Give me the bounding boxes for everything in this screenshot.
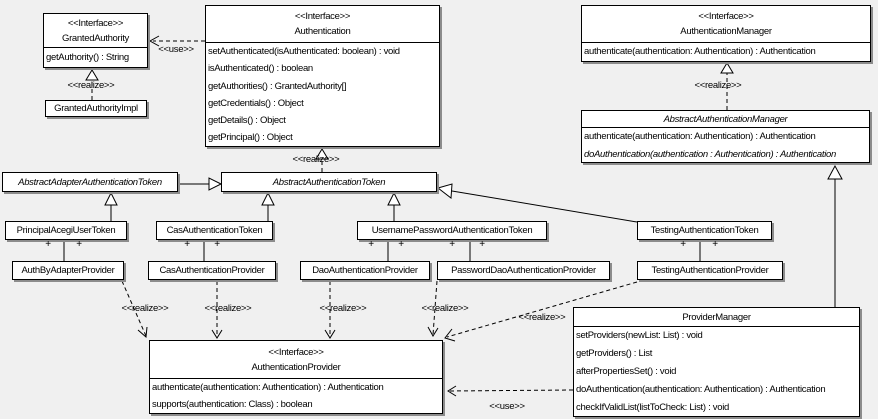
realize-label-auth-by-adapter-provider: <<realize>> (121, 303, 169, 314)
class-name: UsernamePasswordAuthenticationToken (371, 225, 533, 236)
assoc-end-plus: + (398, 239, 404, 250)
stereotype-label: <<Interface>> (67, 17, 124, 29)
edge-realize-casauthenticationprovider (211, 281, 223, 339)
edge-realize-authbyadapterprovider (121, 280, 148, 339)
method-item: doAuthentication(authentication : Authen… (584, 148, 837, 160)
stereotype-label: <<Interface>> (698, 11, 754, 22)
method-item: afterPropertiesSet() : void (576, 366, 677, 377)
class-name: AuthByAdapterProvider (21, 265, 115, 276)
method-item: authenticate(authentication: Authenticat… (584, 131, 816, 142)
class-name: TestingAuthenticationToken (650, 225, 759, 236)
class-box-granted-authority: <<Interface>> GrantedAuthority getAuthor… (43, 13, 148, 68)
class-box-authentication-provider: <<Interface>> AuthenticationProvider aut… (149, 340, 443, 414)
class-box-abstract-authentication-token: AbstractAuthenticationToken (221, 172, 437, 192)
edge-gen-usernamepasswordtoken (387, 191, 401, 221)
method-item: getDetails() : Object (208, 115, 286, 127)
method-item: getPrincipal() : Object (208, 132, 293, 144)
edge-gen-testingauthenticationtoken (436, 183, 638, 223)
class-box-testing-authentication-provider: TestingAuthenticationProvider (637, 261, 783, 280)
class-name: ProviderManager (682, 311, 751, 323)
realize-label-password-dao-provider: <<realize>> (421, 303, 469, 314)
class-name: PrincipalAcegiUserToken (16, 225, 116, 236)
realize-label-dao-authentication-provider: <<realize>> (319, 303, 367, 314)
method-item: getAuthority() : String (46, 52, 129, 63)
class-box-cas-authentication-token: CasAuthenticationToken (156, 221, 273, 240)
edge-gen-casauthenticationtoken (261, 191, 275, 221)
realize-label-granted-authority-impl: <<realize>> (67, 80, 115, 91)
method-item: supports(authentication: Class) : boolea… (152, 399, 313, 411)
class-name: AbstractAuthenticationManager (663, 113, 788, 125)
method-item: getAuthorities() : GrantedAuthority[] (208, 80, 347, 92)
edge-use-authentication-grantedauthority (148, 35, 205, 47)
edge-gen-abstractadapter-token (178, 177, 223, 191)
method-item: setAuthenticated(isAuthenticated: boolea… (208, 46, 400, 57)
edge-realize-testingauthenticationprovider (444, 281, 638, 342)
class-box-abstract-adapter-authentication-token: AbstractAdapterAuthenticationToken (2, 172, 178, 192)
edge-use-providermanager (447, 385, 574, 397)
method-item: authenticate(authentication: Authenticat… (152, 382, 384, 393)
method-item: doAuthentication(authentication: Authent… (576, 384, 826, 395)
class-box-abstract-authentication-manager: AbstractAuthenticationManager authentica… (581, 110, 870, 163)
edge-realize-daoauthenticationprovider (324, 281, 336, 339)
method-item: isAuthenticated() : boolean (208, 63, 313, 75)
class-name: DaoAuthenticationProvider (312, 265, 418, 276)
realize-label-abstract-authentication-manager: <<realize>> (694, 80, 742, 91)
class-name: Authentication (294, 26, 351, 37)
realize-label-testing-provider: <<realize>> (518, 312, 566, 323)
assoc-end-plus: + (479, 239, 485, 250)
use-label-provider-manager: <<use>> (489, 401, 525, 412)
class-name: TestingAuthenticationProvider (651, 265, 769, 276)
assoc-end-plus: + (680, 239, 686, 250)
assoc-end-plus: + (368, 239, 374, 250)
assoc-end-plus: + (449, 239, 455, 250)
class-name: PasswordDaoAuthenticationProvider (451, 265, 596, 276)
class-box-authentication-manager: <<Interface>> AuthenticationManager auth… (581, 5, 871, 62)
realize-label-abstract-authentication-token: <<realize>> (292, 154, 340, 165)
assoc-end-plus: + (76, 239, 82, 250)
class-box-dao-authentication-provider: DaoAuthenticationProvider (300, 261, 430, 280)
edge-realize-passworddaoprovider (427, 280, 439, 337)
class-name: CasAuthenticationProvider (159, 265, 265, 276)
method-item: getCredentials() : Object (208, 97, 304, 109)
class-name: AbstractAuthenticationToken (272, 176, 386, 188)
class-box-provider-manager: ProviderManager setProviders(newList: Li… (573, 307, 860, 417)
class-box-cas-authentication-provider: CasAuthenticationProvider (148, 261, 276, 280)
class-name: GrantedAuthority (61, 32, 130, 44)
class-box-testing-authentication-token: TestingAuthenticationToken (637, 221, 772, 240)
edge-realize-grantedauthorityimpl (85, 69, 99, 100)
method-item: getProviders() : List (576, 348, 653, 359)
class-box-principal-acegi-user-token: PrincipalAcegiUserToken (5, 221, 127, 240)
assoc-end-plus: + (214, 239, 220, 250)
assoc-end-plus: + (45, 239, 51, 250)
class-box-authentication: <<Interface>> Authentication setAuthenti… (205, 5, 440, 147)
edge-assoc-token-providers (63, 240, 701, 261)
edge-realize-abstractauthenticationmanager (720, 62, 734, 110)
edge-gen-principalacegiusertoken (104, 191, 118, 221)
method-item: checkIfValidList(listToCheck: List) : vo… (576, 402, 730, 413)
class-box-granted-authority-impl: GrantedAuthorityImpl (45, 100, 147, 117)
class-name: AuthenticationManager (680, 26, 772, 37)
use-label-granted-authority: <<use>> (158, 44, 194, 55)
assoc-end-plus: + (712, 239, 718, 250)
class-name: AbstractAdapterAuthenticationToken (18, 176, 162, 188)
assoc-end-plus: + (184, 239, 190, 250)
method-item: authenticate(authentication: Authenticat… (584, 46, 816, 57)
edge-gen-providermanager (827, 164, 843, 307)
class-box-password-dao-authentication-provider: PasswordDaoAuthenticationProvider (437, 261, 610, 280)
method-item: setProviders(newList: List) : void (576, 330, 703, 341)
class-box-username-password-authentication-token: UsernamePasswordAuthenticationToken (357, 221, 547, 240)
class-name: AuthenticationProvider (251, 361, 341, 373)
stereotype-label: <<Interface>> (268, 346, 324, 358)
stereotype-label: <<Interface>> (294, 11, 351, 22)
class-name: CasAuthenticationToken (166, 225, 263, 236)
realize-label-cas-authentication-provider: <<realize>> (204, 303, 252, 314)
class-box-auth-by-adapter-provider: AuthByAdapterProvider (12, 261, 124, 280)
class-name: GrantedAuthorityImpl (54, 103, 138, 114)
edge-realize-abstractauthenticationtoken (315, 148, 329, 172)
